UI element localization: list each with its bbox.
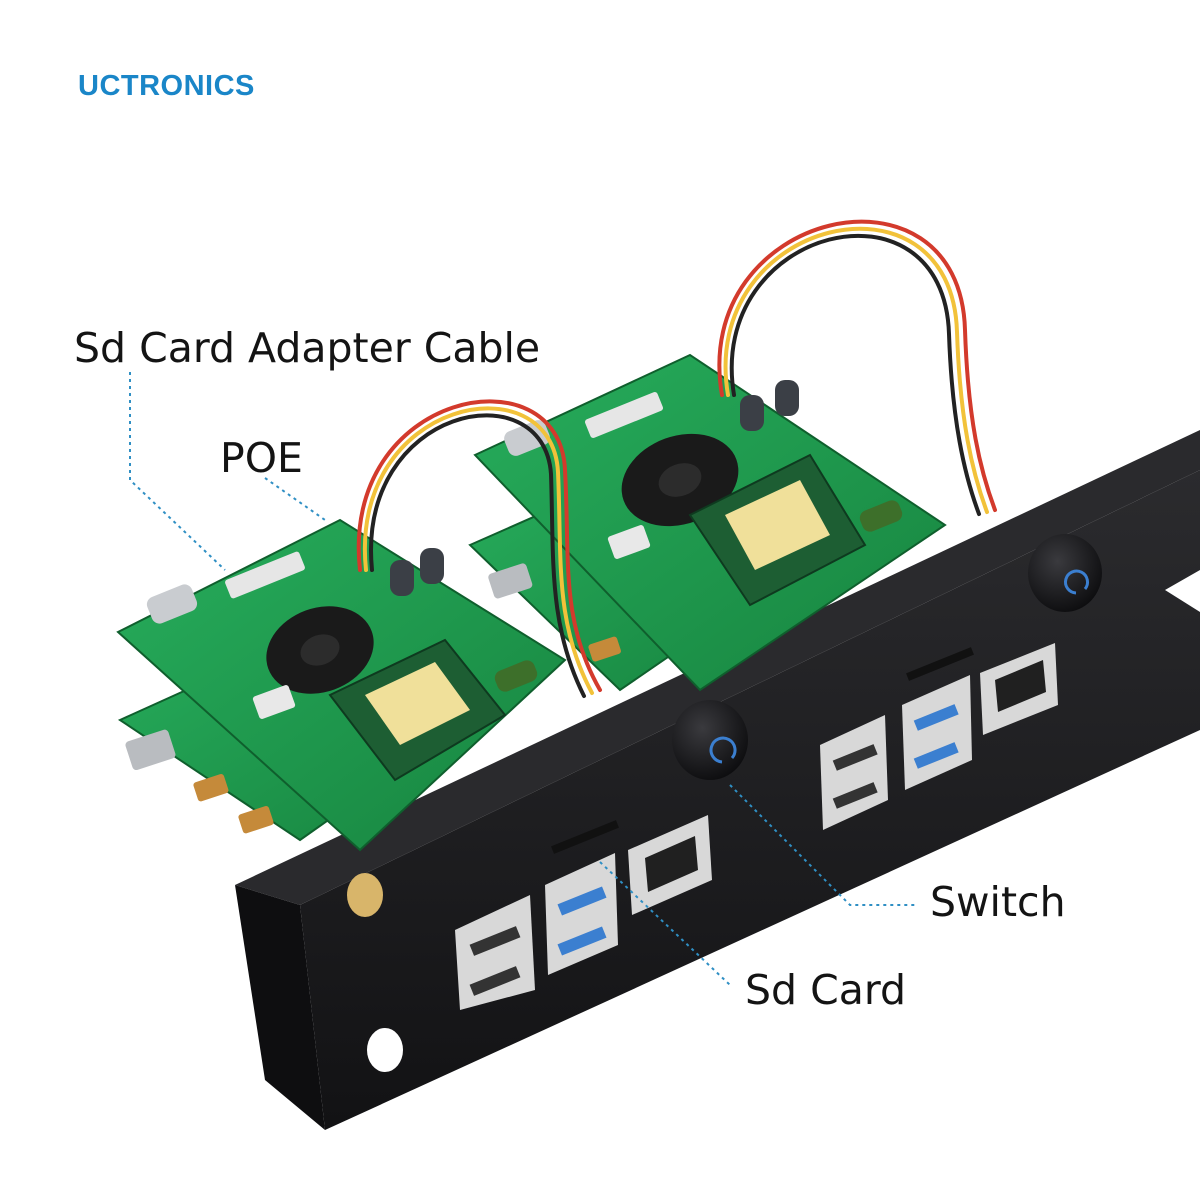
sd-card-adapter-cable-right <box>717 219 997 516</box>
sd-card-slot-left[interactable] <box>551 820 619 854</box>
poe-hat-left <box>116 518 567 852</box>
leader-sd-adapter <box>129 372 226 571</box>
power-button-left[interactable] <box>672 700 748 780</box>
switch-label: Switch <box>930 878 1066 926</box>
leader-sd-card <box>599 861 731 986</box>
power-icon <box>709 736 737 764</box>
leader-switch <box>729 784 915 906</box>
usb2-port-left[interactable] <box>455 895 535 1010</box>
mount-slot-right <box>1165 570 1200 612</box>
leader-lines <box>129 372 915 986</box>
uctronics-logo: UCTRONICS <box>78 70 255 102</box>
sd-card-adapter-cable-left <box>356 399 602 698</box>
power-button-right[interactable] <box>1028 534 1102 612</box>
sd-card-slot-right[interactable] <box>906 647 974 681</box>
sd-card-adapter-cable-label: Sd Card Adapter Cable <box>74 324 541 372</box>
leader-poe <box>264 477 326 521</box>
mount-hole-top <box>347 873 383 917</box>
port-group-left <box>455 700 748 1010</box>
sd-card-label: Sd Card <box>745 966 906 1014</box>
port-group-right <box>820 534 1102 830</box>
mount-hole-bottom <box>367 1028 403 1072</box>
poe-label: POE <box>220 434 303 482</box>
power-icon <box>1064 569 1089 595</box>
poe-hat-right <box>473 353 947 692</box>
